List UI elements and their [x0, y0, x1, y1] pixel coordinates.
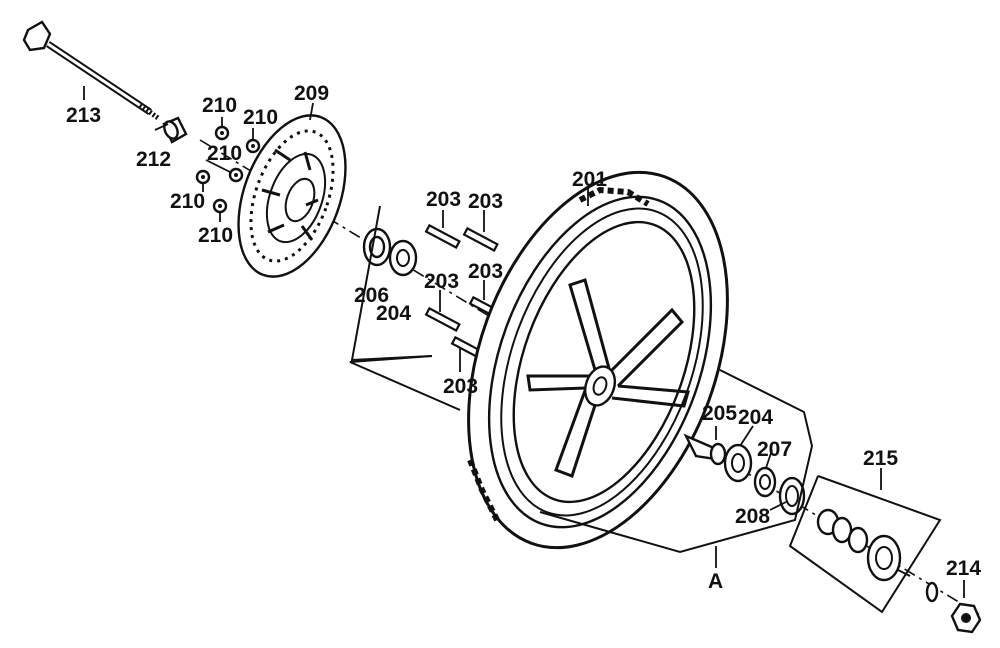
label-207: 207 — [757, 438, 792, 461]
label-209: 209 — [294, 82, 329, 105]
spacer-205 — [683, 433, 727, 466]
ring-207 — [753, 466, 777, 498]
label-203-d: 203 — [424, 270, 459, 293]
spacer-212 — [162, 116, 188, 144]
axle-nut-214 — [950, 602, 982, 634]
group-bracket-215 — [788, 475, 942, 614]
bearing-204-left — [388, 239, 418, 277]
leader-lines — [83, 86, 965, 598]
label-A: A — [708, 570, 723, 593]
label-203-a: 203 — [426, 188, 461, 211]
label-203-b: 203 — [468, 190, 503, 213]
bearing-204-right — [723, 443, 753, 483]
group-bracket-left — [350, 205, 433, 362]
wheel-201 — [467, 170, 729, 550]
label-208: 208 — [735, 505, 770, 528]
label-214: 214 — [946, 557, 981, 580]
label-210-e: 210 — [198, 224, 233, 247]
label-210-a: 210 — [202, 94, 237, 117]
label-213: 213 — [66, 104, 101, 127]
label-210-b: 210 — [243, 106, 278, 129]
label-212: 212 — [136, 148, 171, 171]
label-210-d: 210 — [170, 190, 205, 213]
label-203-e: 203 — [443, 375, 478, 398]
label-204-right: 204 — [738, 406, 773, 429]
group-bracket-A — [349, 355, 814, 554]
label-203-c: 203 — [468, 260, 503, 283]
label-204-left: 204 — [376, 302, 411, 325]
label-215: 215 — [863, 447, 898, 470]
label-206: 206 — [354, 284, 389, 307]
bearing-206 — [362, 227, 392, 267]
label-205: 205 — [702, 402, 737, 425]
washer — [925, 581, 939, 603]
label-201: 201 — [572, 168, 607, 191]
label-210-c: 210 — [207, 142, 242, 165]
speedometer-gear-215 — [816, 508, 911, 582]
axle-213 — [22, 20, 160, 121]
brake-disc-209 — [237, 114, 347, 278]
